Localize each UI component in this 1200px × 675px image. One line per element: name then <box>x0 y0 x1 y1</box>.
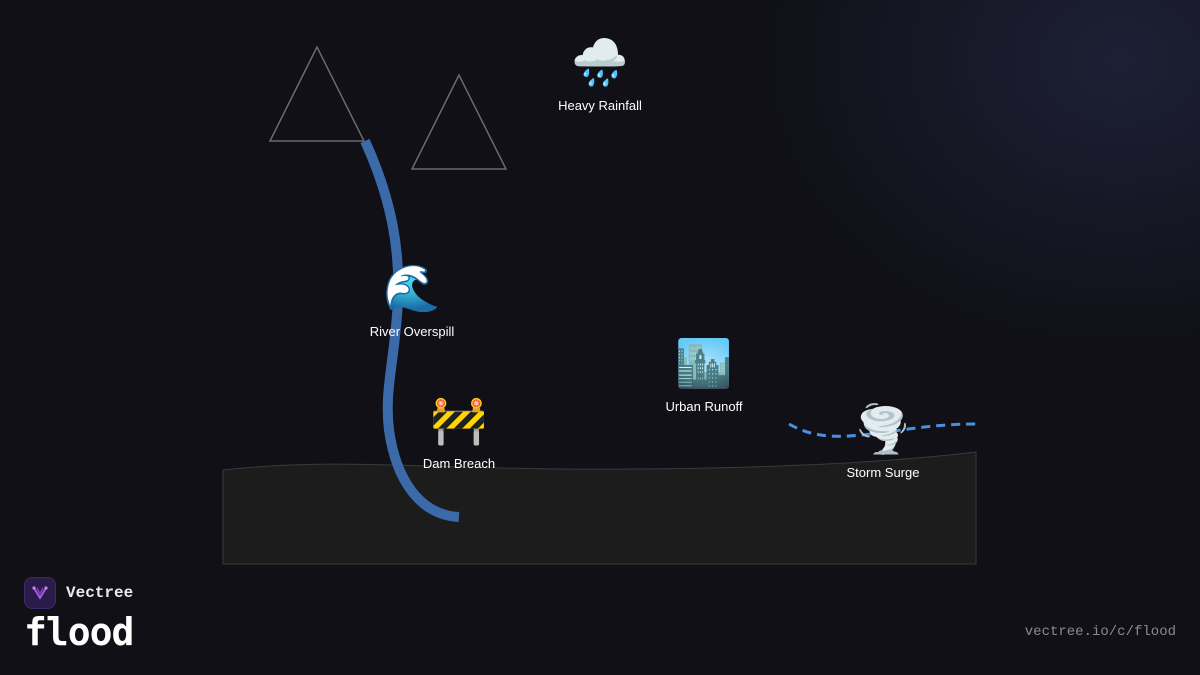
node-urban-runoff: 🏙️ Urban Runoff <box>624 337 784 414</box>
topic-title: flood <box>24 610 134 654</box>
node-label: Heavy Rainfall <box>558 98 642 113</box>
wave-icon: 🌊 <box>383 261 441 315</box>
storm-surge-line <box>788 422 977 438</box>
tornado-icon: 🌪️ <box>854 402 912 456</box>
rain-cloud-icon: 🌧️ <box>571 35 629 89</box>
city-icon: 🏙️ <box>675 336 733 390</box>
node-storm-surge: 🌪️ Storm Surge <box>803 403 963 480</box>
land-mass <box>222 451 977 565</box>
node-river-overspill: 🌊 River Overspill <box>332 262 492 339</box>
mountain-right <box>410 73 508 170</box>
node-dam-breach: 🚧 Dam Breach <box>379 394 539 471</box>
construction-barrier-icon: 🚧 <box>430 393 488 447</box>
node-label: Dam Breach <box>422 456 496 471</box>
vectree-logo-icon <box>24 577 56 609</box>
node-label: Storm Surge <box>846 465 920 480</box>
node-label: River Overspill <box>369 324 455 339</box>
river-path <box>360 138 460 522</box>
brand-name: Vectree <box>66 584 134 602</box>
source-url[interactable]: vectree.io/c/flood <box>1024 624 1176 640</box>
mountain-left <box>268 45 366 142</box>
node-label: Urban Runoff <box>665 399 743 414</box>
brand-block: Vectree <box>24 577 133 609</box>
node-heavy-rainfall: 🌧️ Heavy Rainfall <box>520 36 680 113</box>
